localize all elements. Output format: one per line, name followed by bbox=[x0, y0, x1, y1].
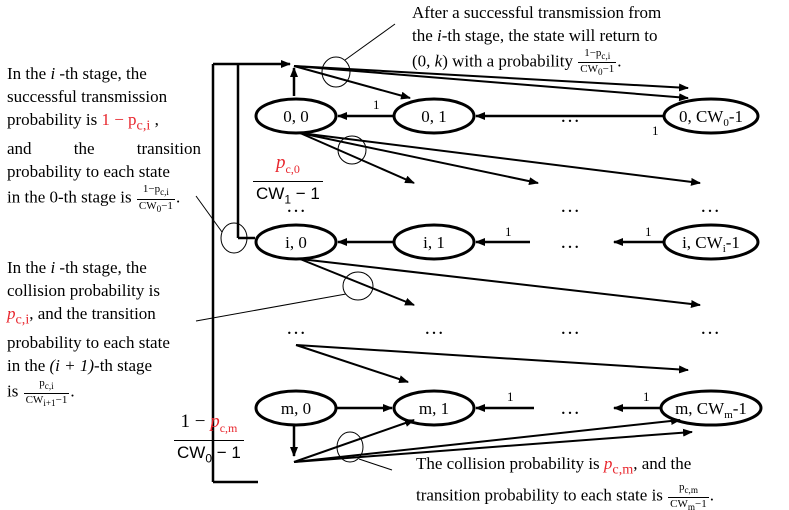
bottom-fan-arrows bbox=[293, 416, 693, 463]
node-m-cw-label: m, CWm-1 bbox=[675, 399, 747, 421]
svg-text:…: … bbox=[560, 317, 580, 339]
edge-label-1: 1 bbox=[373, 97, 380, 112]
row2-fan bbox=[295, 344, 689, 383]
svg-text:…: … bbox=[700, 195, 720, 217]
annotation-left-top: In the i -th stage, the successful trans… bbox=[7, 64, 201, 214]
top-fan-arrows bbox=[293, 65, 689, 102]
edge-label-1: 1 bbox=[645, 224, 652, 239]
row-dots-2: … … … … bbox=[286, 317, 720, 339]
node-m-1 bbox=[392, 389, 476, 427]
node-0-0-label: 0, 0 bbox=[283, 107, 309, 126]
row-0: 0, 0 0, 1 0, CW0-1 1 1 … bbox=[254, 97, 760, 138]
node-0-cw-label: 0, CW0-1 bbox=[679, 107, 743, 129]
node-i-0-label: i, 0 bbox=[285, 233, 307, 252]
ellipsis: … bbox=[560, 105, 580, 127]
annotation-callouts bbox=[195, 23, 396, 471]
node-i-1-label: i, 1 bbox=[423, 233, 445, 252]
edge-label-1: 1 bbox=[507, 389, 514, 404]
svg-text:…: … bbox=[286, 195, 306, 217]
annotation-top: After a successful transmission from the… bbox=[412, 3, 662, 78]
node-m-1-label: m, 1 bbox=[419, 399, 449, 418]
annotation-left-mid: In the i -th stage, the collision probab… bbox=[7, 258, 170, 408]
rowi-collision-fan bbox=[299, 258, 701, 308]
node-m-cw bbox=[659, 389, 763, 427]
edge-label-1: 1 bbox=[652, 123, 659, 138]
highlight-probability: 1 − pc,i bbox=[101, 110, 151, 134]
node-i-0 bbox=[254, 223, 338, 261]
svg-text:…: … bbox=[286, 317, 306, 339]
fraction-pc0: pc,0 CW1 − 1 bbox=[253, 151, 323, 211]
row-i: i, 0 i, 1 i, CWi-1 1 1 … bbox=[254, 223, 760, 261]
svg-text:…: … bbox=[560, 231, 580, 253]
node-0-0 bbox=[254, 97, 338, 135]
node-m-0-label: m, 0 bbox=[281, 399, 311, 418]
node-0-1-label: 0, 1 bbox=[421, 107, 447, 126]
edge-label-1: 1 bbox=[505, 224, 512, 239]
row-m: m, 0 m, 1 m, CWm-1 1 1 … bbox=[254, 389, 763, 457]
annotation-bottom: The collision probability is pc,m, and t… bbox=[416, 452, 788, 510]
svg-text:…: … bbox=[424, 317, 444, 339]
svg-text:…: … bbox=[560, 397, 580, 419]
node-i-cw-label: i, CWi-1 bbox=[682, 233, 740, 255]
edge-label-1: 1 bbox=[643, 389, 650, 404]
fraction-pcm: 1 − pc,m CW0 − 1 bbox=[174, 410, 244, 470]
svg-text:…: … bbox=[700, 317, 720, 339]
row-dots-1: … … … bbox=[286, 195, 720, 217]
feedback-loop bbox=[211, 60, 298, 484]
svg-text:…: … bbox=[560, 195, 580, 217]
row0-collision-fan bbox=[299, 132, 701, 186]
